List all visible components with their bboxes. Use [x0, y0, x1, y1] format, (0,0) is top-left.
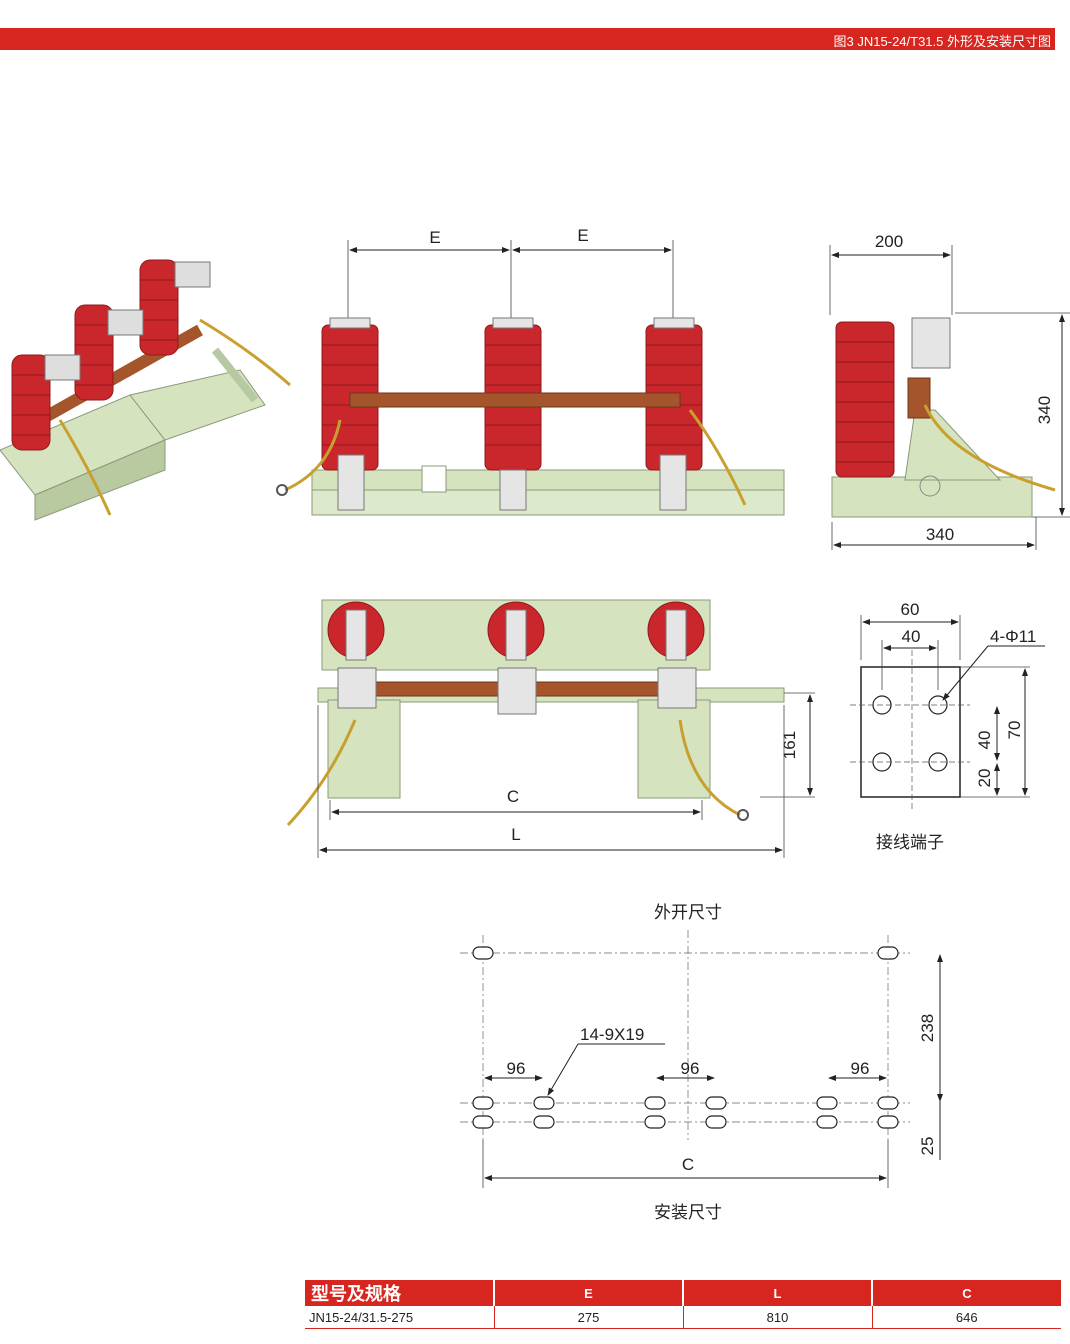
- hole-label: 4-Φ11: [990, 627, 1036, 646]
- spec-table: 型号及规格 E L C JN15-24/31.5-275 275 810 646: [305, 1280, 1061, 1329]
- dim-60: 60: [901, 600, 920, 619]
- dim-side-height: 340: [1035, 396, 1054, 424]
- dim-96-c: 96: [851, 1059, 870, 1078]
- dim-e-right: E: [577, 226, 588, 245]
- dim-96-a: 96: [507, 1059, 526, 1078]
- dim-e-left: E: [429, 228, 440, 247]
- dim-side-width: 200: [875, 232, 903, 251]
- top-view: 161 C L: [286, 599, 815, 858]
- spec-model: JN15-24/31.5-275: [305, 1306, 495, 1329]
- caption-install: 安装尺寸: [654, 1203, 722, 1223]
- dim-c-top: C: [507, 787, 519, 806]
- dim-70: 70: [1005, 721, 1024, 740]
- figure-title: 图3 JN15-24/T31.5 外形及安装尺寸图: [833, 34, 1051, 49]
- spec-header-e: E: [494, 1280, 684, 1306]
- isometric-view: [0, 259, 291, 521]
- terminal-plate: 60 40 4-Φ11 70 40 20 接线端子: [850, 600, 1045, 853]
- spec-header-l: L: [683, 1280, 873, 1306]
- dim-40-side: 40: [975, 731, 994, 750]
- dim-238: 238: [918, 1014, 937, 1042]
- dim-161: 161: [780, 731, 799, 759]
- spec-header-c: C: [872, 1280, 1061, 1306]
- side-view: 200 340 340: [829, 232, 1070, 550]
- terminal-caption: 接线端子: [876, 833, 944, 853]
- front-view: E E: [276, 226, 785, 516]
- spec-header-row: 型号及规格 E L C: [305, 1280, 1061, 1306]
- slot-label: 14-9X19: [580, 1025, 644, 1044]
- table-row: JN15-24/31.5-275 275 810 646: [305, 1306, 1061, 1329]
- header-bar: 图3 JN15-24/T31.5 外形及安装尺寸图: [0, 28, 1055, 50]
- dim-20: 20: [975, 769, 994, 788]
- spec-c: 646: [872, 1306, 1061, 1329]
- dim-25: 25: [918, 1137, 937, 1156]
- dim-96-b: 96: [681, 1059, 700, 1078]
- mounting-diagram: 外开尺寸 14-9X19 96: [460, 903, 943, 1223]
- spec-header-model: 型号及规格: [305, 1280, 495, 1306]
- spec-l: 810: [683, 1306, 873, 1329]
- caption-outer: 外开尺寸: [654, 903, 722, 923]
- dim-40-top: 40: [902, 627, 921, 646]
- spec-e: 275: [494, 1306, 684, 1329]
- dim-c-mount: C: [682, 1155, 694, 1174]
- dim-l: L: [511, 825, 520, 844]
- dim-side-base: 340: [926, 525, 954, 544]
